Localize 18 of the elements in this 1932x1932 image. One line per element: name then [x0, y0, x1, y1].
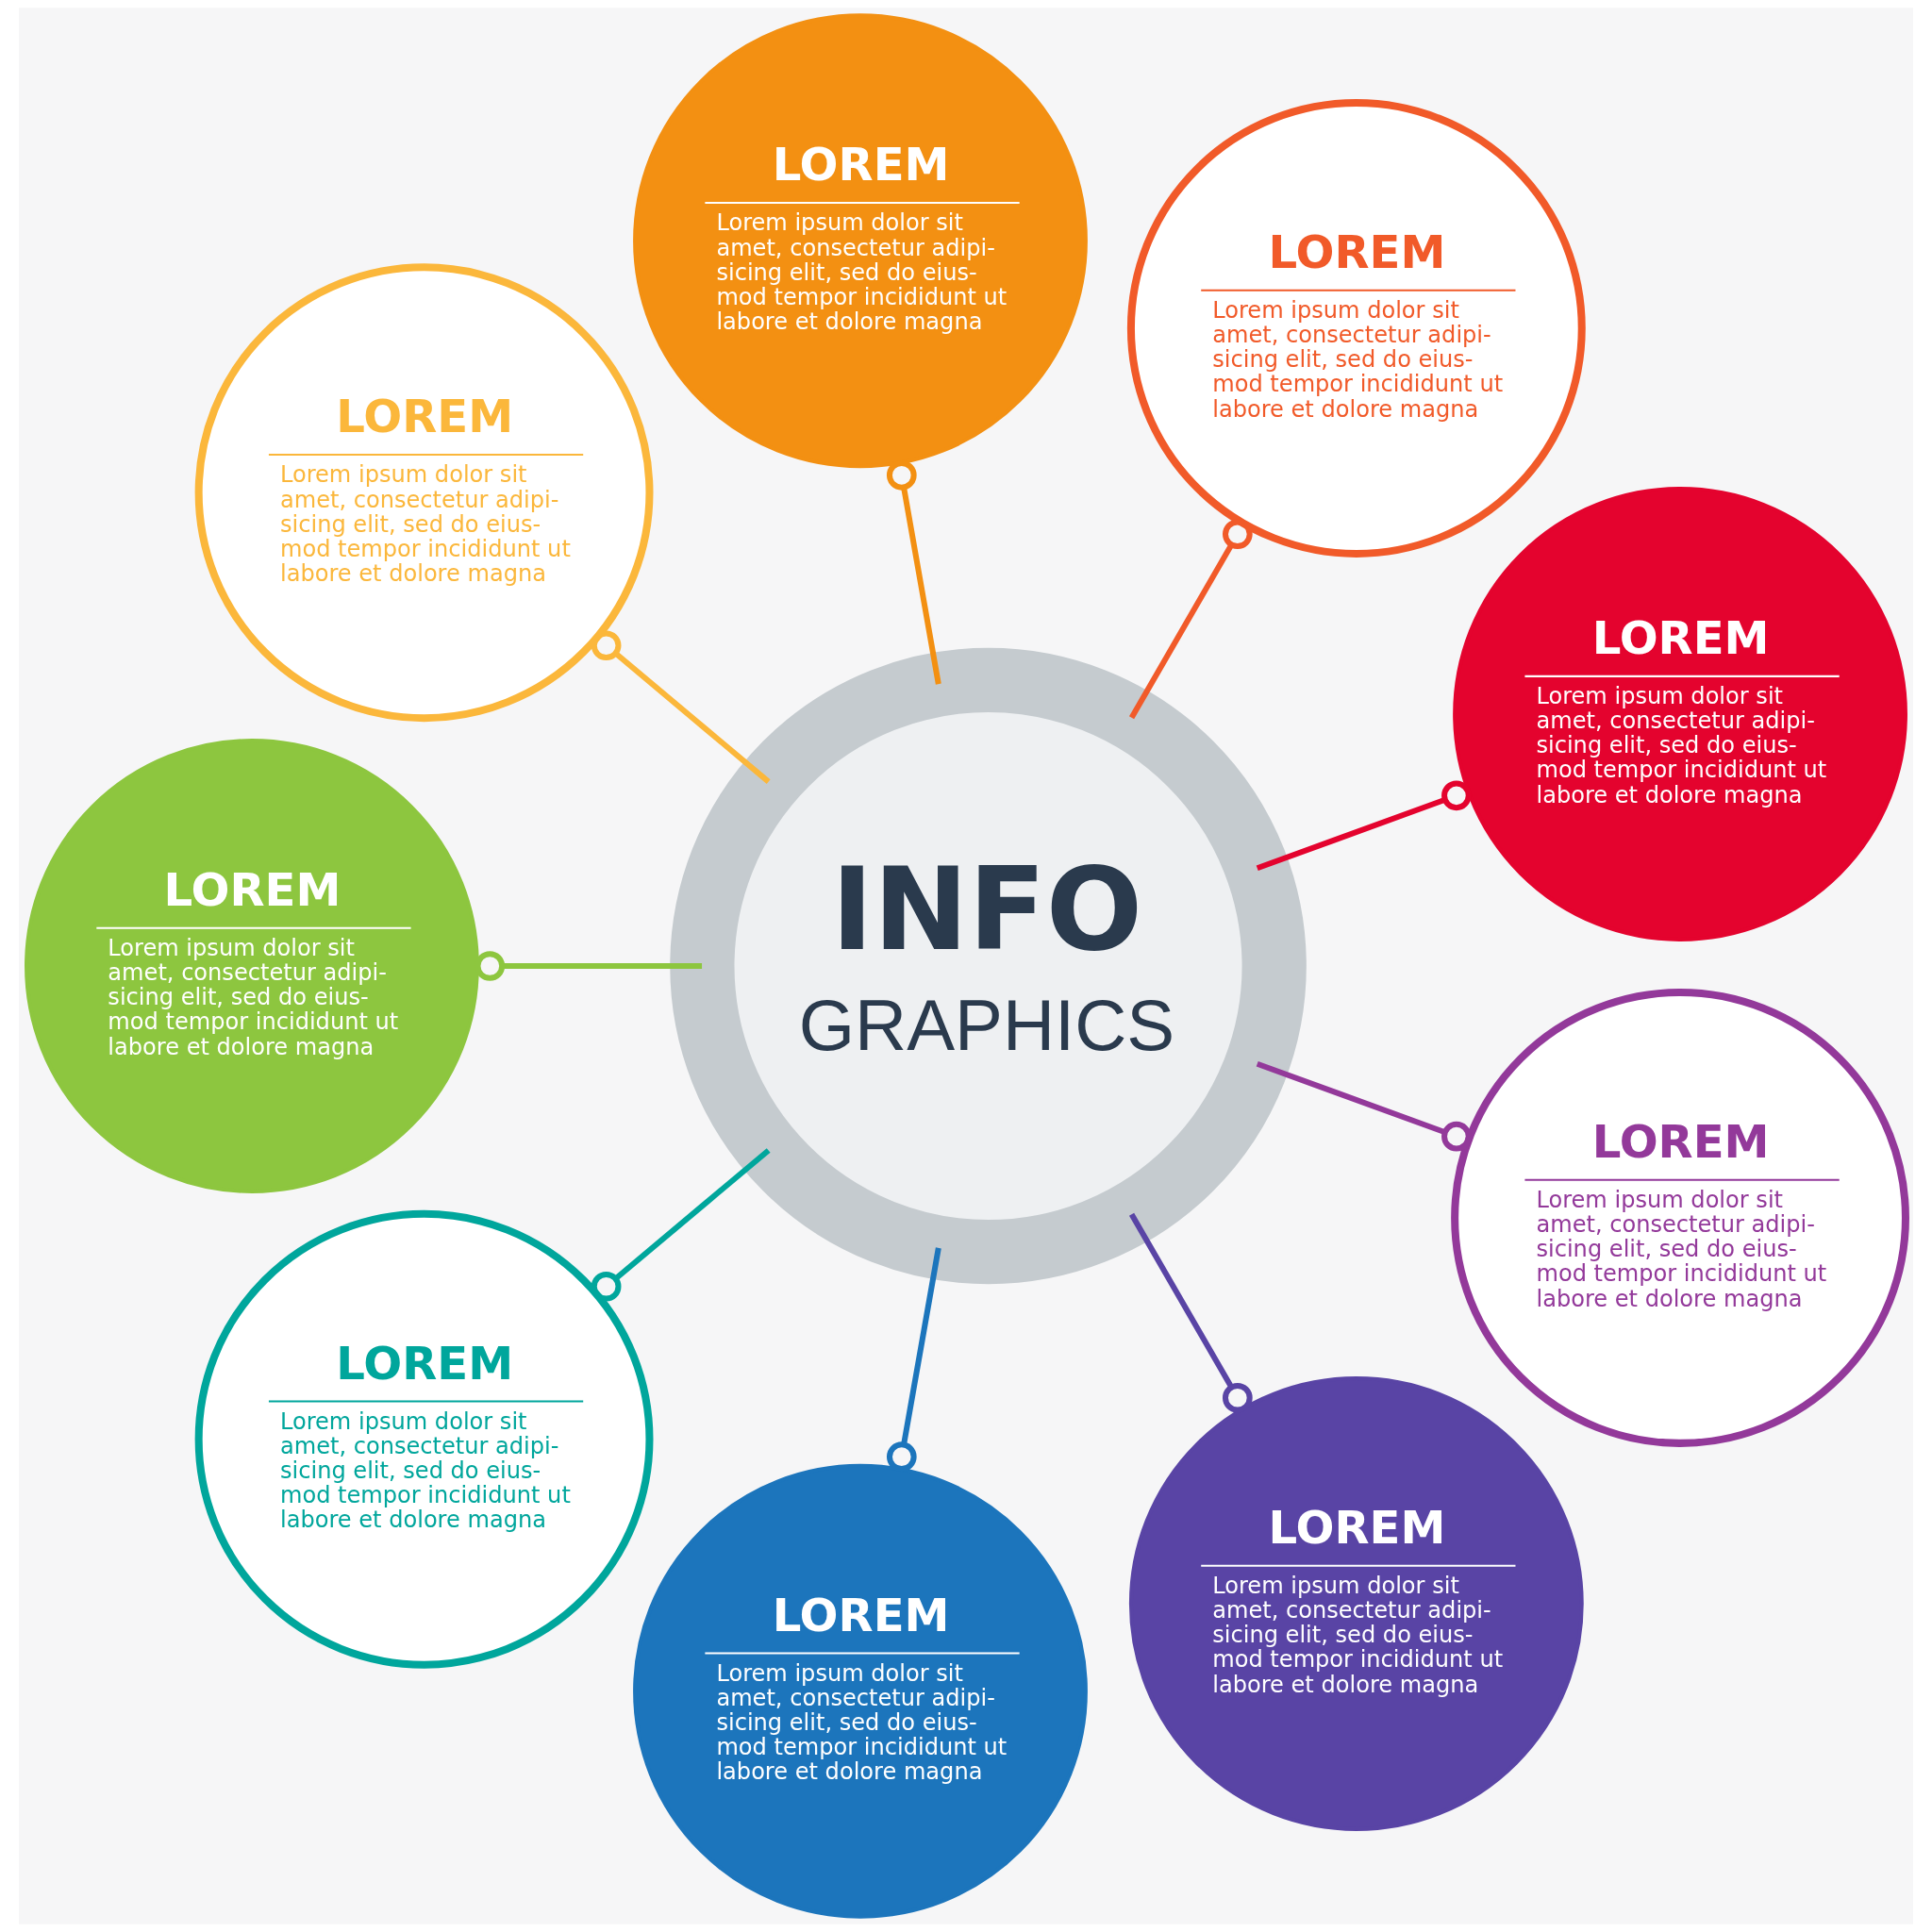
- node-circle: LOREM Lorem ipsum dolor sit amet, consectetur adipi- sicing elit, sed do eius- mod tempor incididunt ut labore et dolore magna: [633, 1463, 1088, 1919]
- node-circle: LOREM Lorem ipsum dolor sit amet, consectetur adipi- sicing elit, sed do eius- mod tempor incididunt ut labore et dolore magna: [194, 1209, 654, 1669]
- connector: [886, 1247, 941, 1473]
- node-circle: LOREM Lorem ipsum dolor sit amet, consectetur adipi- sicing elit, sed do eius- mod tempor incididunt ut labore et dolore magna: [1128, 1376, 1584, 1831]
- connector: [591, 630, 771, 784]
- connector: [1128, 519, 1253, 720]
- node-circle: LOREM Lorem ipsum dolor sit amet, consectetur adipi- sicing elit, sed do eius- mod tempor incididunt ut labore et dolore magna: [1453, 487, 1907, 941]
- connector: [1256, 1060, 1472, 1152]
- node-circle: INFO GRAPHICS: [670, 647, 1307, 1285]
- connector: [1256, 780, 1472, 872]
- node-circle: LOREM Lorem ipsum dolor sit amet, consectetur adipi- sicing elit, sed do eius- mod tempor incididunt ut labore et dolore magna: [1126, 99, 1586, 558]
- connector: [591, 1148, 771, 1302]
- node-circle: LOREM Lorem ipsum dolor sit amet, consectetur adipi- sicing elit, sed do eius- mod tempor incididunt ut labore et dolore magna: [25, 739, 479, 1193]
- connector: [1128, 1212, 1253, 1413]
- node-circle: LOREM Lorem ipsum dolor sit amet, consectetur adipi- sicing elit, sed do eius- mod tempor incididunt ut labore et dolore magna: [194, 263, 654, 723]
- node-circle: LOREM Lorem ipsum dolor sit amet, consectetur adipi- sicing elit, sed do eius- mod tempor incididunt ut labore et dolore magna: [1451, 989, 1909, 1447]
- node-circle: LOREM Lorem ipsum dolor sit amet, consectetur adipi- sicing elit, sed do eius- mod tempor incididunt ut labore et dolore magna: [633, 13, 1088, 469]
- connector: [886, 459, 941, 685]
